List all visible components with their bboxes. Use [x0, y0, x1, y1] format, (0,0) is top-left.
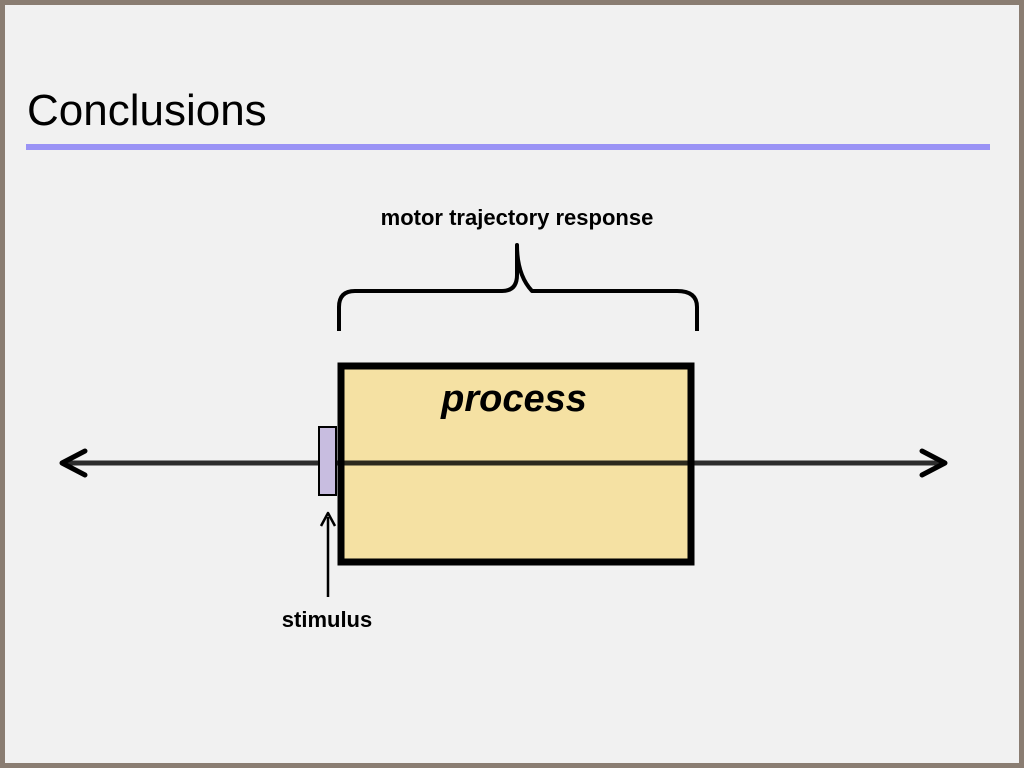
timeline-left-arrowhead: [59, 448, 88, 478]
stimulus-pointer-arrowhead: [319, 511, 337, 527]
curly-brace: [337, 243, 699, 331]
stimulus-marker: [318, 426, 337, 496]
title-underline: [26, 144, 990, 150]
stimulus-label: stimulus: [282, 607, 372, 632]
timeline-right-arrowhead: [919, 448, 948, 478]
bracket-label: motor trajectory response: [381, 205, 654, 230]
process-diagram: motor trajectory response process stimul…: [59, 205, 948, 632]
slide-title: Conclusions: [27, 86, 267, 135]
process-label: process: [440, 378, 587, 420]
slide: Conclusions motor trajectory response pr…: [5, 5, 1019, 763]
